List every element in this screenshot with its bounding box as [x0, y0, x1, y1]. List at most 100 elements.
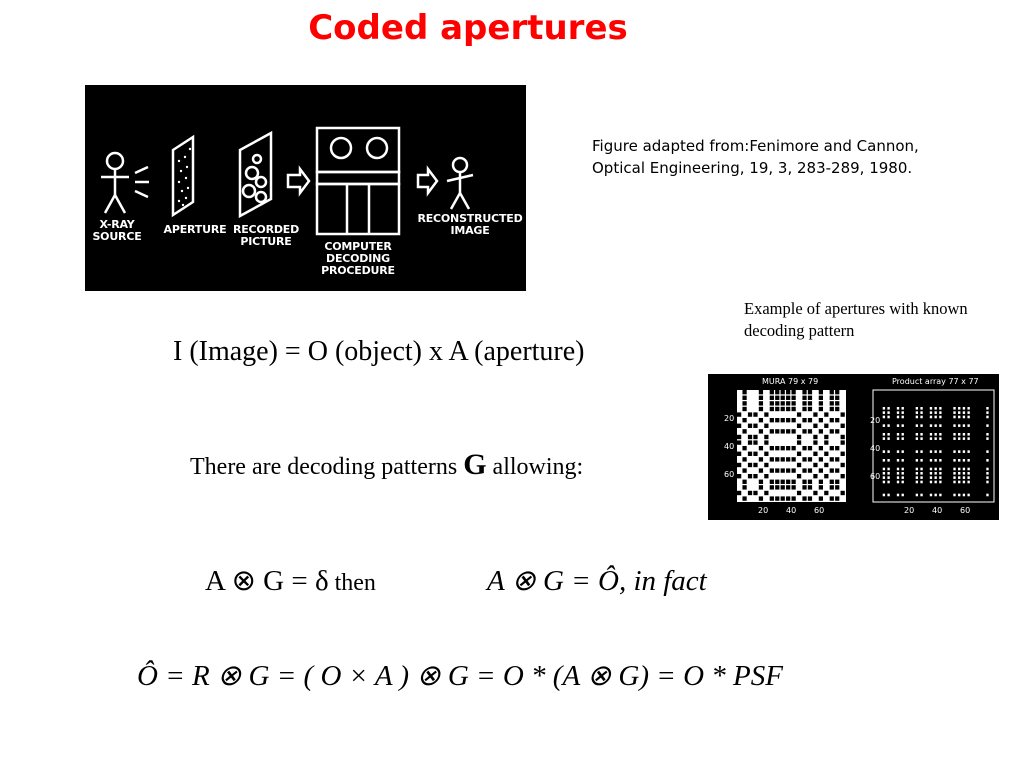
- pattern-cell: [753, 412, 758, 417]
- pattern-cell: [934, 415, 937, 419]
- pattern-cell: [775, 496, 780, 501]
- pattern-cell: [986, 415, 989, 419]
- pattern-cell: [829, 457, 834, 462]
- pattern-cell: [818, 496, 823, 501]
- pattern-cell: [887, 424, 890, 427]
- pattern-cell: [929, 493, 933, 497]
- pattern-cell: [786, 468, 791, 473]
- pattern-cell: [818, 485, 823, 490]
- pattern-cell: [802, 479, 807, 484]
- pattern-cell: [939, 407, 942, 410]
- pattern-cell: [791, 479, 796, 484]
- psf-equation: Ô = R ⊗ G = ( O × A ) ⊗ G = O * (A ⊗ G) …: [137, 660, 783, 692]
- pattern-cell: [934, 467, 937, 471]
- pattern-cell: [901, 476, 904, 479]
- pattern-cell: [840, 434, 845, 440]
- pattern-cell: [929, 433, 933, 436]
- pattern-cell: [882, 433, 886, 436]
- pattern-cell: [953, 433, 956, 436]
- pattern-cell: [896, 407, 900, 410]
- pattern-cell: [915, 450, 919, 453]
- pattern-cell: [802, 406, 807, 412]
- pattern-cell: [887, 480, 890, 484]
- pattern-cell: [929, 450, 933, 453]
- pattern-cell: [742, 457, 747, 462]
- pattern-cell: [758, 468, 764, 473]
- pattern-cell: [802, 390, 807, 395]
- pattern-cell: [953, 450, 956, 453]
- pattern-cell: [747, 490, 753, 496]
- pattern-cell: [901, 493, 904, 497]
- pattern-cell: [824, 474, 829, 479]
- pattern-cell: [747, 434, 753, 440]
- pattern-cell: [835, 446, 840, 451]
- xray-source-figure-icon: [101, 151, 149, 214]
- pattern-cell: [775, 457, 780, 462]
- product-x-tick: 60: [960, 506, 971, 515]
- pattern-cell: [737, 412, 742, 417]
- pattern-cell: [791, 446, 796, 451]
- pattern-cell: [807, 479, 813, 484]
- pattern-cell: [953, 437, 956, 440]
- pattern-cell: [807, 429, 813, 434]
- pattern-cell: [929, 476, 933, 479]
- pattern-cell: [780, 395, 785, 400]
- pattern-cell: [786, 401, 791, 406]
- pattern-cell: [769, 395, 774, 400]
- pattern-cell: [807, 446, 813, 451]
- arrow-right-icon: [416, 165, 439, 197]
- pattern-cell: [929, 467, 933, 471]
- pattern-cell: [939, 467, 942, 471]
- pattern-cell: [896, 450, 900, 453]
- pattern-cell: [962, 472, 966, 475]
- pattern-cell: [962, 411, 966, 414]
- pattern-cell: [934, 476, 937, 479]
- aperture-plate-icon: [171, 134, 195, 218]
- pattern-cell: [967, 459, 970, 462]
- decoding-suffix: allowing:: [486, 454, 584, 480]
- then-word: then: [328, 570, 376, 596]
- pattern-cell: [953, 493, 956, 497]
- pattern-cell: [747, 412, 753, 417]
- pattern-cell: [953, 480, 956, 484]
- pattern-cell: [791, 395, 796, 400]
- pattern-cell: [807, 485, 813, 490]
- pattern-cell: [758, 429, 764, 434]
- pattern-cell: [807, 390, 813, 395]
- pattern-cell: [920, 433, 923, 436]
- pattern-cell: [840, 451, 845, 456]
- pattern-cell: [915, 459, 919, 462]
- pattern-cell: [901, 407, 904, 410]
- pattern-cell: [962, 459, 966, 462]
- pattern-cell: [896, 480, 900, 484]
- pattern-cell: [934, 472, 937, 475]
- pattern-cell: [764, 462, 769, 468]
- pattern-cell: [840, 412, 845, 417]
- pattern-cell: [986, 480, 989, 484]
- pattern-cell: [813, 451, 818, 456]
- arrow-right-icon: [286, 165, 311, 197]
- pattern-cell: [813, 440, 818, 445]
- pattern-cell: [780, 446, 785, 451]
- pattern-cell: [791, 401, 796, 406]
- label-line: IMAGE: [450, 224, 490, 237]
- pattern-cell: [896, 415, 900, 419]
- pattern-cell: [796, 412, 802, 417]
- pattern-cell: [791, 485, 796, 490]
- pattern-cell: [882, 415, 886, 419]
- pattern-cell: [967, 415, 970, 419]
- pattern-cell: [758, 485, 764, 490]
- pattern-cell: [769, 468, 774, 473]
- pattern-cell: [737, 474, 742, 479]
- pattern-cell: [882, 480, 886, 484]
- label-reconstructed-image: RECONSTRUCTED IMAGE: [415, 213, 525, 237]
- pattern-cell: [953, 424, 956, 427]
- pattern-cell: [818, 395, 823, 400]
- pattern-cell: [786, 406, 791, 412]
- mura-x-tick: 60: [814, 506, 825, 515]
- pattern-cell: [920, 450, 923, 453]
- pattern-cell: [835, 406, 840, 412]
- pattern-cell: [829, 468, 834, 473]
- pattern-cell: [742, 406, 747, 412]
- pattern-cell: [887, 472, 890, 475]
